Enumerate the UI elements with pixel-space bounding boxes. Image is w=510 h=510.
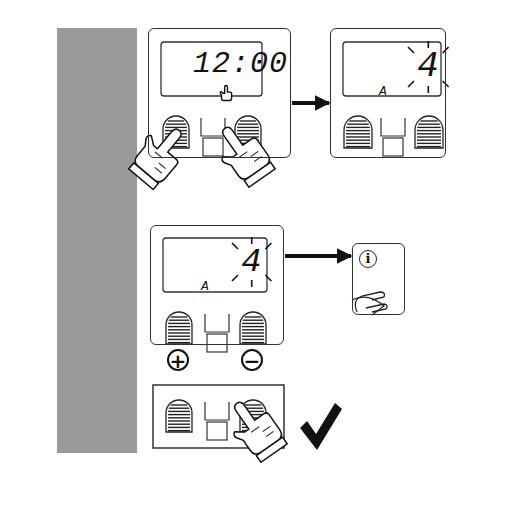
flow-arrow [285,254,351,258]
info-sheet-fill [352,243,405,315]
thermostat-display: 4A [330,28,446,158]
info-sheet: i [352,243,405,315]
thermostat-display: 4A [150,225,284,345]
display-digits: 4 [417,49,440,85]
lcd-screen [343,42,441,96]
flow-arrow [292,101,329,105]
buttons [163,116,443,440]
plus-symbol: + [167,349,189,371]
peeling-hand [355,292,387,312]
thermostat-display: 12:00 [148,28,291,158]
mode-letter: A [379,85,388,98]
side-band [57,28,137,453]
hands [124,117,289,466]
minus-symbol: − [241,349,263,371]
info-icon: i [359,250,377,268]
display-digits: 4 [241,245,262,279]
device-housing [330,28,446,158]
mode-letter: A [201,280,210,293]
lcd-screen [163,238,267,292]
display-digits: 12:00 [193,49,288,79]
check-mark [300,403,342,450]
touch-icon [220,85,231,100]
